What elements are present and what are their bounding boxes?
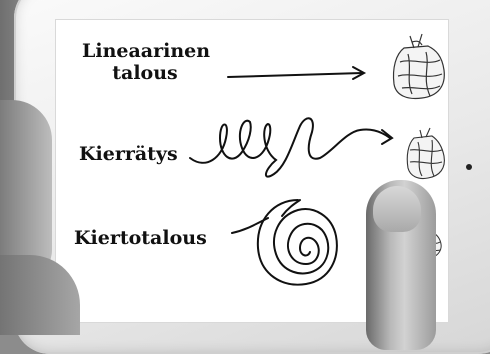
left-thumb: [0, 100, 52, 280]
linear-economy-label: Lineaarinen talous: [82, 40, 208, 84]
circular-economy-label: Kiertotalous: [74, 227, 207, 249]
trash-bag-icon: [393, 34, 444, 98]
recycling-arrow-icon: [190, 118, 392, 176]
linear-economy-line1: Lineaarinen: [82, 40, 208, 62]
camera-dot: [466, 164, 472, 170]
linear-economy-line2: talous: [82, 62, 208, 84]
fingernail: [373, 186, 421, 232]
linear-arrow-icon: [228, 67, 364, 79]
recycling-label: Kierrätys: [79, 143, 178, 165]
trash-bag-icon: [407, 128, 444, 179]
spiral-icon: [232, 200, 337, 285]
